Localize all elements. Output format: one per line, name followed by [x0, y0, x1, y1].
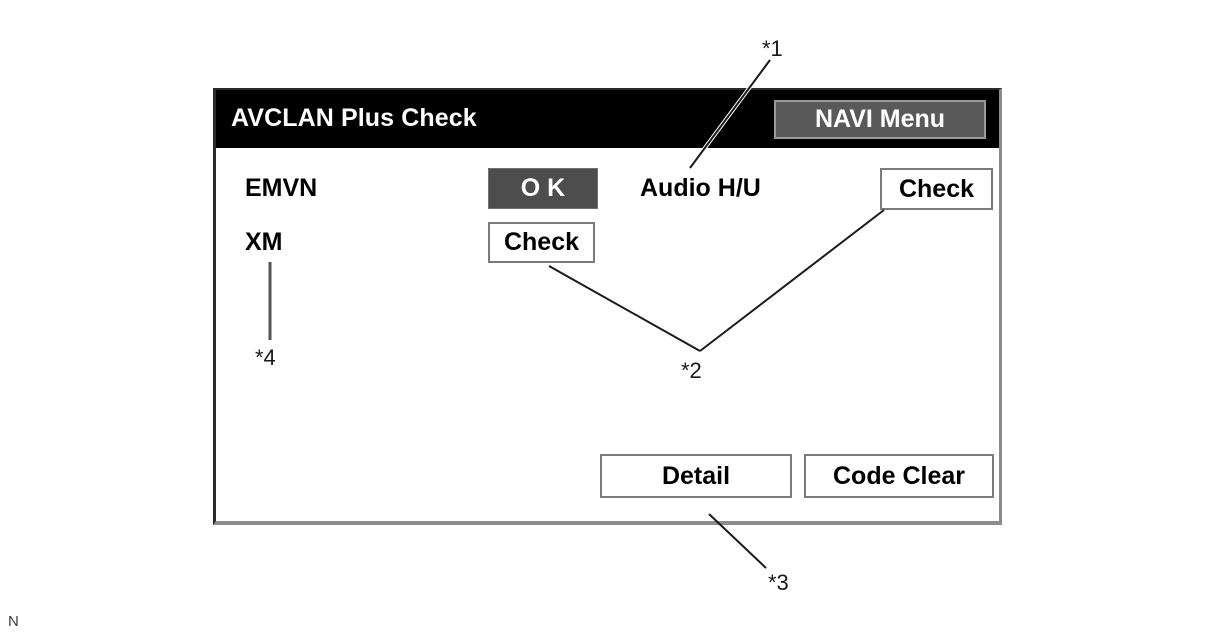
callout-label-1: *1	[762, 36, 783, 61]
screen-body: EMVN XM Audio H/U O K Check Check Detail…	[216, 148, 999, 521]
callout-label-2: *2	[681, 358, 702, 383]
callout-label-4: *4	[255, 345, 276, 370]
check-button-xm[interactable]: Check	[488, 222, 595, 263]
check-button-audio-hu[interactable]: Check	[880, 168, 993, 210]
check-button-xm-label: Check	[503, 228, 580, 256]
navi-menu-button[interactable]: NAVI Menu	[774, 100, 986, 139]
check-button-audio-hu-label: Check	[898, 174, 975, 203]
detail-button[interactable]: Detail	[600, 454, 792, 498]
screen-title: AVCLAN Plus Check	[231, 104, 477, 132]
callout-label-3: *3	[768, 570, 789, 595]
screen-titlebar: AVCLAN Plus Check NAVI Menu	[216, 90, 999, 148]
avclan-check-screen: AVCLAN Plus Check NAVI Menu EMVN XM Audi…	[213, 88, 1002, 525]
figure-corner-mark: N	[8, 613, 19, 630]
code-clear-button-label: Code Clear	[833, 461, 965, 490]
device-label-emvn: EMVN	[245, 174, 318, 202]
code-clear-button[interactable]: Code Clear	[804, 454, 994, 498]
navi-menu-button-label: NAVI Menu	[814, 105, 946, 133]
device-label-audio-hu: Audio H/U	[640, 174, 761, 202]
status-badge-ok[interactable]: O K	[488, 168, 598, 209]
detail-button-label: Detail	[661, 461, 731, 490]
status-badge-ok-label: O K	[520, 174, 566, 202]
device-label-xm: XM	[245, 228, 283, 256]
